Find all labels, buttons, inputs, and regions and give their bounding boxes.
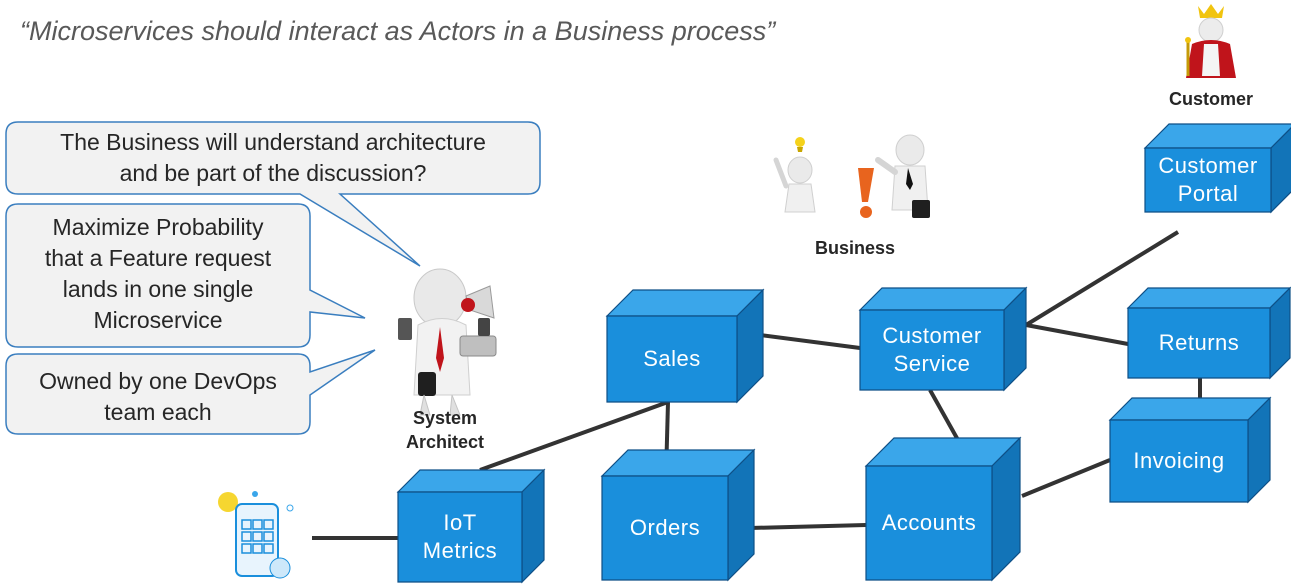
- smartphone-iot-icon: [218, 491, 294, 579]
- bubble-line: that a Feature request: [44, 245, 272, 271]
- box-front-face: [1127, 307, 1271, 379]
- service-label: Invoicing: [1133, 448, 1225, 473]
- box-top-face: [1143, 123, 1291, 149]
- bubble-architecture-text: The Business will understand architectur…: [6, 127, 540, 189]
- bubble-architecture: [5, 121, 541, 267]
- bubble-devops: [5, 349, 376, 435]
- bubble-line: lands in one single: [62, 276, 254, 302]
- connection-customer-service-to-customer-portal: [1024, 230, 1180, 327]
- service-box-accounts[interactable]: [864, 436, 1022, 582]
- connection-iot-metrics-to-sales: [479, 400, 669, 472]
- service-label: Customer: [882, 323, 982, 348]
- connection-customer-service-to-accounts: [928, 389, 960, 441]
- business-people-icon: [773, 134, 930, 218]
- box-top-face: [1126, 287, 1291, 309]
- service-box-iot-metrics[interactable]: [396, 468, 546, 584]
- architect-figure-icon: [398, 268, 497, 416]
- box-front-face: [859, 309, 1005, 391]
- connection-orders-to-accounts: [749, 523, 867, 530]
- service-box-customer-portal[interactable]: [1143, 123, 1291, 214]
- box-top-face: [605, 289, 765, 317]
- service-label: Orders: [629, 515, 701, 540]
- business-label: Business: [814, 238, 896, 258]
- bubble-line: Microservice: [93, 307, 223, 333]
- slide-title: “Microservices should interact as Actors…: [20, 16, 776, 46]
- service-label: Metrics: [422, 538, 498, 563]
- service-label: Customer: [1158, 153, 1258, 178]
- service-box-customer-service[interactable]: [858, 286, 1028, 392]
- customer-label: Customer: [1168, 89, 1253, 109]
- box-top-face: [858, 287, 1028, 311]
- connection-lines: [312, 230, 1202, 540]
- service-label: IoT: [443, 510, 477, 535]
- service-label: Service: [893, 351, 971, 376]
- box-front-face: [606, 315, 738, 403]
- bubble-probability-text: Maximize Probability that a Feature requ…: [6, 212, 310, 336]
- box-front-face: [1144, 147, 1272, 213]
- connection-customer-service-to-returns: [1025, 323, 1129, 346]
- box-top-face: [396, 469, 546, 493]
- bubble-line: team each: [104, 399, 212, 425]
- service-label: Accounts: [881, 510, 977, 535]
- service-sales[interactable]: Sales: [607, 316, 737, 402]
- box-front-face: [865, 465, 993, 581]
- bubble-line: Maximize Probability: [52, 214, 264, 240]
- service-box-orders[interactable]: [600, 448, 756, 582]
- bubble-line: The Business will understand architectur…: [60, 129, 486, 155]
- service-box-invoicing[interactable]: [1108, 396, 1272, 504]
- box-front-face: [1109, 419, 1249, 503]
- bubble-line: Owned by one DevOps: [39, 368, 277, 394]
- service-label: Sales: [643, 346, 701, 371]
- service-iot-metrics[interactable]: IoT Metrics: [398, 492, 522, 582]
- service-boxes: [396, 123, 1291, 584]
- connection-sales-to-customer-service: [759, 333, 861, 350]
- system-architect-label: System Architect: [390, 406, 500, 454]
- service-label: Portal: [1177, 181, 1239, 206]
- bubble-probability: [5, 203, 366, 348]
- service-label: Returns: [1158, 330, 1240, 355]
- box-front-face: [397, 491, 523, 583]
- box-top-face: [1108, 397, 1272, 421]
- service-orders[interactable]: Orders: [602, 476, 728, 580]
- bubble-devops-text: Owned by one DevOps team each: [6, 366, 310, 428]
- service-invoicing[interactable]: Invoicing: [1110, 420, 1248, 502]
- bubble-line: and be part of the discussion?: [119, 160, 427, 186]
- system-architect-line: System: [412, 408, 478, 428]
- system-architect-line: Architect: [405, 432, 485, 452]
- box-front-face: [601, 475, 729, 581]
- connection-invoicing-to-accounts: [1021, 458, 1111, 498]
- service-box-returns[interactable]: [1126, 286, 1291, 380]
- service-returns[interactable]: Returns: [1128, 308, 1270, 378]
- king-figure-icon: [1185, 4, 1236, 78]
- service-box-sales[interactable]: [605, 288, 765, 404]
- speech-bubbles: [5, 121, 541, 435]
- service-accounts[interactable]: Accounts: [866, 466, 992, 580]
